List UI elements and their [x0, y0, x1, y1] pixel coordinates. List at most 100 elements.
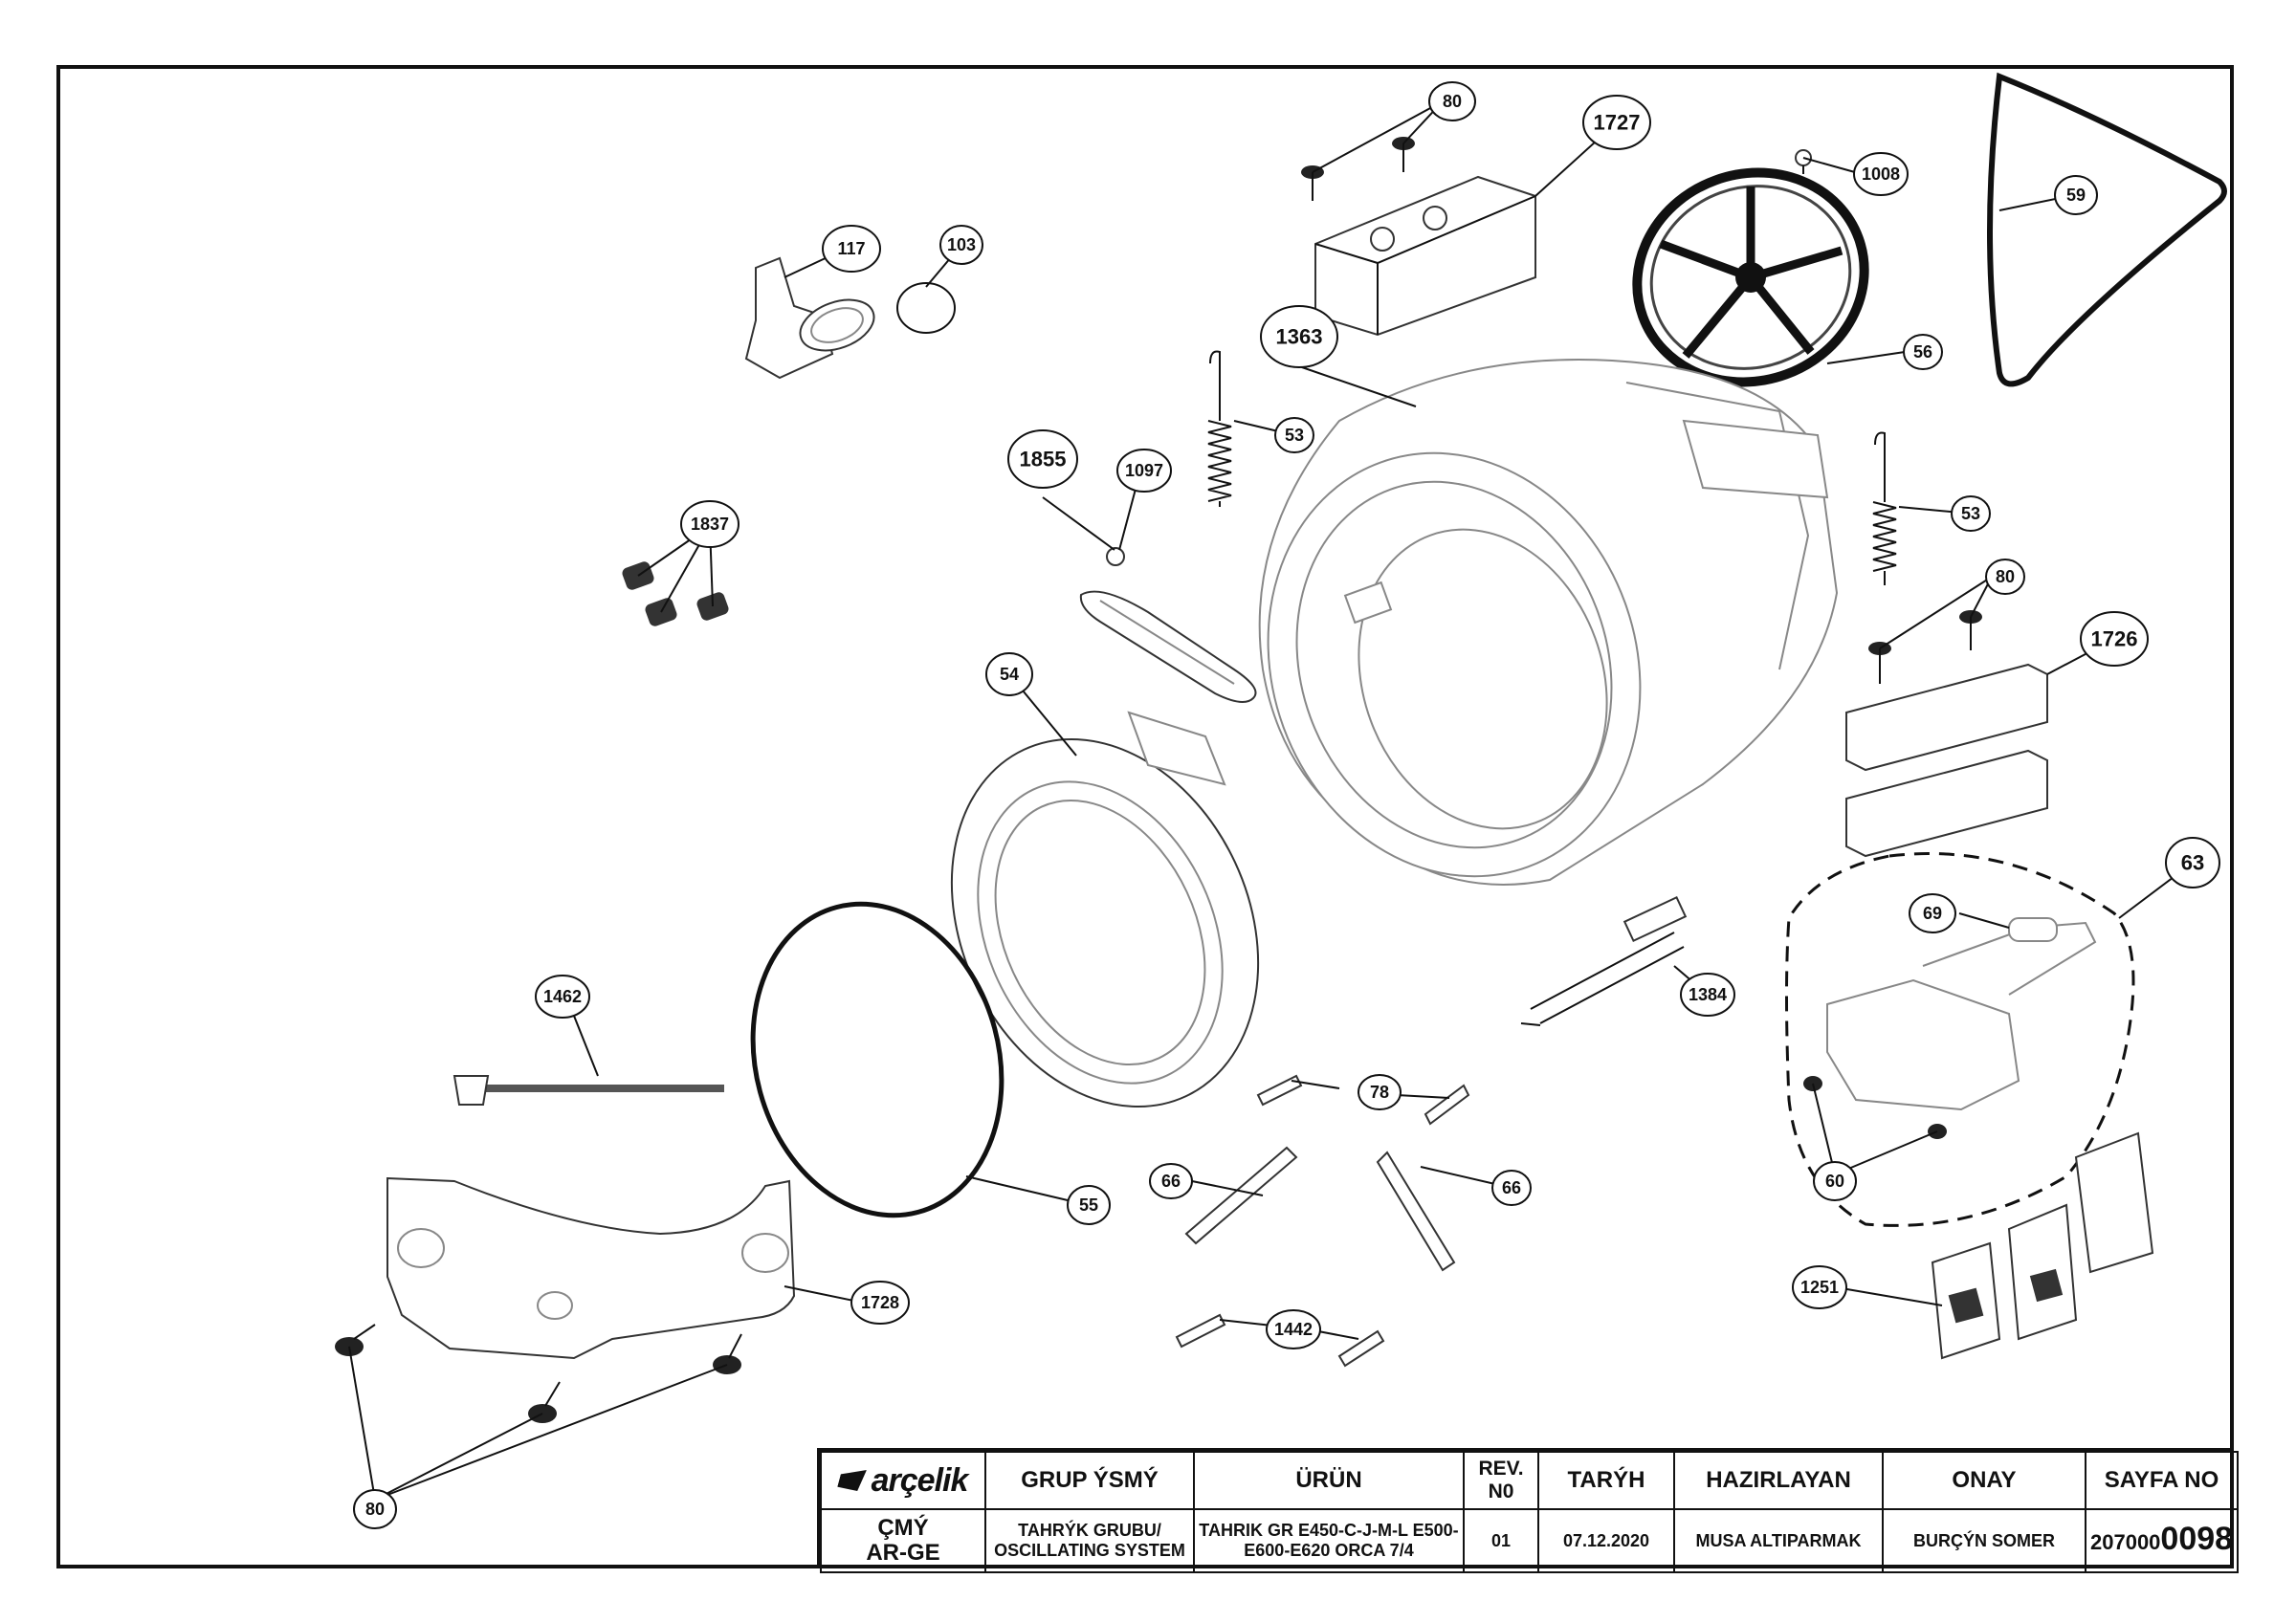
callout-80-top: 80	[1428, 81, 1476, 121]
damper-pin-part	[1175, 1313, 1385, 1368]
callout-1442: 1442	[1266, 1309, 1321, 1349]
callout-63: 63	[2165, 837, 2220, 888]
svg-text:78: 78	[1370, 1083, 1389, 1102]
clamp-ring-part	[750, 901, 1004, 1218]
callout-1726: 1726	[2080, 611, 2149, 667]
callout-69: 69	[1909, 893, 1956, 933]
callout-1008: 1008	[1853, 152, 1909, 196]
callout-66-left: 66	[1149, 1163, 1193, 1199]
svg-text:69: 69	[1923, 904, 1942, 923]
header-product: ÜRÜN	[1193, 1451, 1465, 1510]
svg-text:1442: 1442	[1274, 1320, 1313, 1339]
svg-text:1251: 1251	[1800, 1278, 1839, 1297]
brand-logo: arçelik	[820, 1451, 986, 1510]
callout-1837: 1837	[680, 500, 740, 548]
product-value: TAHRIK GR E450-C-J-M-L E500-E600-E620 OR…	[1193, 1508, 1465, 1573]
rev-value: 01	[1463, 1508, 1539, 1573]
drive-belt-part	[1987, 72, 2227, 387]
callout-1097: 1097	[1116, 449, 1172, 493]
brand-name: arçelik	[871, 1461, 969, 1499]
callout-54: 54	[985, 652, 1033, 696]
callout-53-left: 53	[1274, 417, 1314, 453]
header-group: GRUP ÝSMÝ	[984, 1451, 1195, 1510]
svg-text:1097: 1097	[1125, 461, 1163, 480]
counterweight-front-part	[1845, 663, 2048, 858]
callout-1384: 1384	[1680, 973, 1735, 1017]
approval-value: BURÇÝN SOMER	[1882, 1508, 2086, 1573]
date-value: 07.12.2020	[1537, 1508, 1675, 1573]
callout-117: 117	[822, 225, 881, 273]
org-name: ÇMÝ AR-GE	[820, 1508, 986, 1573]
callout-80-bottom: 80	[353, 1489, 397, 1529]
callout-1727: 1727	[1582, 95, 1651, 150]
callout-1462: 1462	[535, 975, 590, 1019]
prepared-value: MUSA ALTIPARMAK	[1673, 1508, 1884, 1573]
group-value: TAHRÝK GRUBU/ OSCILLATING SYSTEM	[984, 1508, 1195, 1573]
callout-60: 60	[1813, 1161, 1857, 1201]
svg-text:54: 54	[1000, 665, 1019, 684]
svg-text:117: 117	[837, 239, 865, 258]
shock-pin-part	[1256, 1074, 1470, 1126]
svg-text:80: 80	[1443, 92, 1462, 111]
electronic-board-part	[1931, 1131, 2154, 1360]
svg-text:1462: 1462	[543, 987, 582, 1006]
svg-text:80: 80	[365, 1500, 385, 1519]
svg-text:1384: 1384	[1689, 985, 1727, 1004]
svg-text:1727: 1727	[1594, 111, 1641, 135]
svg-text:66: 66	[1502, 1178, 1521, 1197]
counterweight-top-part	[1314, 175, 1536, 337]
svg-text:66: 66	[1161, 1172, 1181, 1191]
svg-text:55: 55	[1079, 1195, 1098, 1215]
svg-text:1008: 1008	[1862, 164, 1900, 184]
svg-text:60: 60	[1825, 1172, 1844, 1191]
o-ring-part	[896, 282, 956, 334]
header-page: SAYFA NO	[2085, 1451, 2239, 1510]
shock-absorber-part	[1184, 1146, 1456, 1272]
header-approval: ONAY	[1882, 1451, 2086, 1510]
hose-connector-part	[744, 256, 875, 380]
tub-assembly-part	[1258, 359, 1839, 886]
org-line-1: ÇMÝ	[877, 1515, 929, 1541]
pulley-bolt-part	[1795, 149, 1812, 174]
callout-53-right: 53	[1951, 495, 1991, 532]
nuts-part	[622, 561, 729, 626]
page-number-prefix: 207000	[2090, 1530, 2161, 1554]
callout-66-right: 66	[1491, 1170, 1532, 1206]
callout-1363: 1363	[1260, 305, 1338, 368]
callout-78: 78	[1358, 1074, 1402, 1110]
svg-text:63: 63	[2181, 851, 2204, 875]
svg-text:1855: 1855	[1020, 448, 1067, 472]
callout-59: 59	[2054, 175, 2098, 215]
callout-1855: 1855	[1007, 429, 1078, 489]
bracket-part	[386, 1176, 796, 1360]
svg-text:1728: 1728	[861, 1293, 899, 1312]
svg-text:1363: 1363	[1276, 325, 1323, 349]
cable-tie-part	[453, 1075, 724, 1106]
door-gasket-part	[950, 711, 1260, 1108]
motor-group-outline	[1785, 852, 2135, 1227]
header-prepared: HAZIRLAYAN	[1673, 1451, 1884, 1510]
page-number-suffix: 0098	[2160, 1521, 2234, 1557]
heater-element-part	[1520, 896, 1688, 1026]
motor-part	[1826, 917, 2097, 1111]
screw-part-right	[1868, 610, 1982, 684]
callout-56: 56	[1903, 334, 1943, 370]
callout-1251: 1251	[1792, 1265, 1847, 1309]
title-block: arçelik GRUP ÝSMÝ ÜRÜN REV. N0 TARÝH HAZ…	[817, 1448, 2239, 1573]
svg-text:53: 53	[1961, 504, 1980, 523]
page-number: 2070000098	[2085, 1508, 2239, 1573]
callout-1728: 1728	[850, 1281, 910, 1325]
callout-103: 103	[939, 225, 983, 265]
header-date: TARÝH	[1537, 1451, 1675, 1510]
header-rev: REV. N0	[1463, 1451, 1539, 1510]
gasket-plate-part	[1079, 590, 1257, 703]
svg-text:1726: 1726	[2091, 627, 2138, 651]
callout-80-right: 80	[1985, 559, 2025, 595]
svg-text:1837: 1837	[691, 515, 729, 534]
svg-text:56: 56	[1913, 342, 1932, 362]
callout-55: 55	[1067, 1185, 1111, 1225]
svg-text:59: 59	[2066, 186, 2086, 205]
pulley-wheel-part	[1632, 167, 1869, 387]
